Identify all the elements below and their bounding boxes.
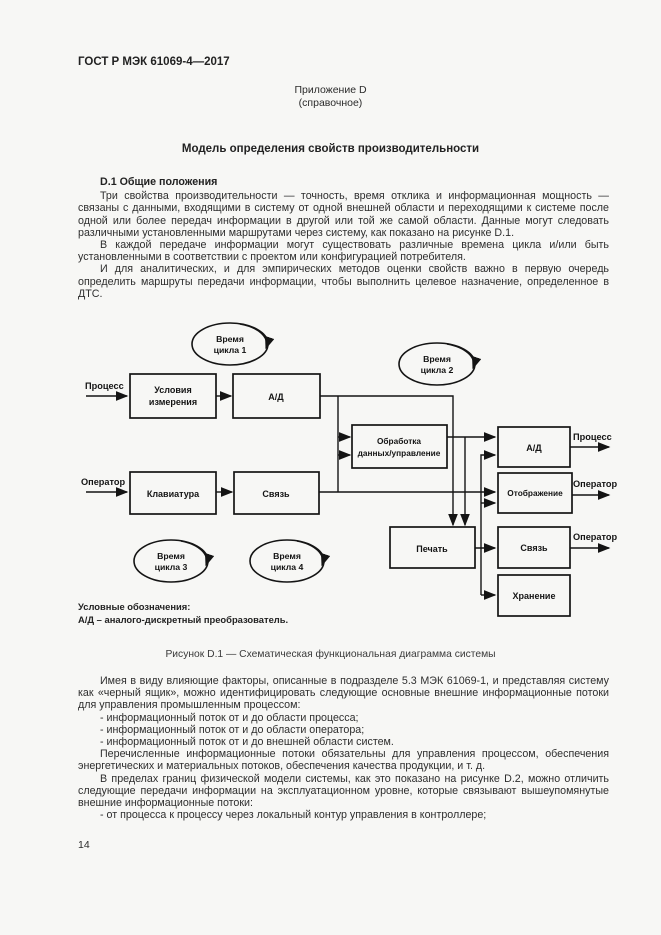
box-outline: [233, 471, 320, 515]
data-processing-label: Обработка: [377, 436, 421, 446]
storage-box: Хранение: [497, 574, 571, 617]
standard-number: ГОСТ Р МЭК 61069-4—2017: [78, 56, 230, 68]
measurement-conditions-box: Условия измерения: [129, 373, 217, 419]
box-outline: [129, 471, 217, 515]
box-outline: [497, 574, 571, 617]
box-outline: [497, 472, 573, 514]
paragraph: Имея в виду влияющие факторы, описанные …: [78, 675, 609, 712]
cycle-time-1-label: Время: [216, 334, 244, 344]
paragraph: Перечисленные информационные потоки обяз…: [78, 748, 609, 773]
cycle-time-2-label: Время: [423, 354, 451, 364]
section-heading: D.1 Общие положения: [100, 176, 218, 188]
cycle-time-4-ellipse: Время цикла 4: [249, 539, 331, 583]
annex-header: Приложение D (справочное): [0, 84, 661, 110]
operator-input-label: Оператор: [81, 477, 126, 487]
cycle-time-2-ellipse: Время цикла 2: [398, 342, 482, 386]
link-right-box: Связь: [497, 526, 571, 569]
display-label: Отображение: [507, 488, 563, 498]
ad-converter-right-label: А/Д: [526, 443, 542, 453]
cycle-arrow-icon: [239, 323, 275, 350]
connector: [480, 450, 497, 595]
ad-converter-left-box: А/Д: [232, 373, 321, 419]
cycle-time-3-label: цикла 3: [155, 562, 188, 572]
annex-type: (справочное): [298, 97, 363, 109]
figure-legend: Условные обозначения: А/Д – аналого-диск…: [78, 601, 288, 626]
list-item: - информационный поток от и до области п…: [100, 711, 359, 724]
paragraph: Три свойства производительности — точнос…: [78, 190, 609, 239]
cycle-arrow-icon: [180, 540, 215, 567]
legend-item: А/Д – аналого-дискретный преобразователь…: [78, 613, 289, 625]
link-left-label: Связь: [262, 489, 290, 499]
figure-caption: Рисунок D.1 — Схематическая функциональн…: [165, 649, 496, 660]
cycle-time-4-label: цикла 4: [271, 562, 304, 572]
box-outline: [351, 424, 448, 469]
keyboard-label: Клавиатура: [147, 489, 200, 499]
paragraph: В каждой передаче информации могут сущес…: [78, 239, 609, 264]
cycle-time-2-label: цикла 2: [421, 365, 454, 375]
annex-title: Приложение D: [294, 84, 367, 96]
operator-output-link-label: Оператор: [573, 532, 618, 542]
display-box: Отображение: [497, 472, 573, 514]
list-item: - информационный поток от и до области о…: [100, 723, 365, 736]
list-item: - от процесса к процессу через локальный…: [100, 809, 487, 822]
page-number: 14: [78, 839, 90, 851]
cycle-time-3-ellipse: Время цикла 3: [133, 539, 215, 583]
ad-converter-left-label: А/Д: [268, 392, 284, 402]
print-label: Печать: [416, 544, 448, 554]
data-processing-box: Обработка данных/управление: [351, 424, 448, 469]
legend-heading: Условные обозначения:: [78, 601, 191, 612]
process-output-label: Процесс: [573, 432, 612, 442]
print-box: Печать: [389, 526, 476, 569]
link-left-box: Связь: [233, 471, 320, 515]
storage-label: Хранение: [513, 591, 556, 601]
box-outline: [129, 373, 217, 419]
cycle-time-1-ellipse: Время цикла 1: [191, 322, 275, 366]
measurement-conditions-label: измерения: [149, 397, 197, 407]
cycle-time-3-label: Время: [157, 551, 185, 561]
cycle-arrow-icon: [446, 343, 482, 370]
operator-output-display-label: Оператор: [573, 479, 618, 489]
cycle-time-4-label: Время: [273, 551, 301, 561]
data-processing-label: данных/управление: [358, 448, 441, 458]
connector: [320, 395, 458, 527]
paragraph: И для аналитических, и для эмпирических …: [78, 263, 609, 300]
link-right-label: Связь: [520, 543, 548, 553]
measurement-conditions-label: Условия: [154, 385, 191, 395]
list-item: - информационный поток от и до внешней о…: [100, 736, 394, 749]
paragraph: В пределах границ физической модели сист…: [78, 772, 609, 810]
cycle-time-1-label: цикла 1: [214, 345, 247, 355]
cycle-arrow-icon: [296, 540, 331, 567]
page-title: Модель определения свойств производитель…: [181, 143, 480, 155]
keyboard-box: Клавиатура: [129, 471, 217, 515]
process-input-label: Процесс: [85, 381, 124, 391]
section-d1: D.1 Общие положения Три свойства произво…: [78, 176, 609, 300]
ad-converter-right-box: А/Д: [497, 426, 571, 468]
body-text: Имея в виду влияющие факторы, описанные …: [78, 675, 609, 821]
